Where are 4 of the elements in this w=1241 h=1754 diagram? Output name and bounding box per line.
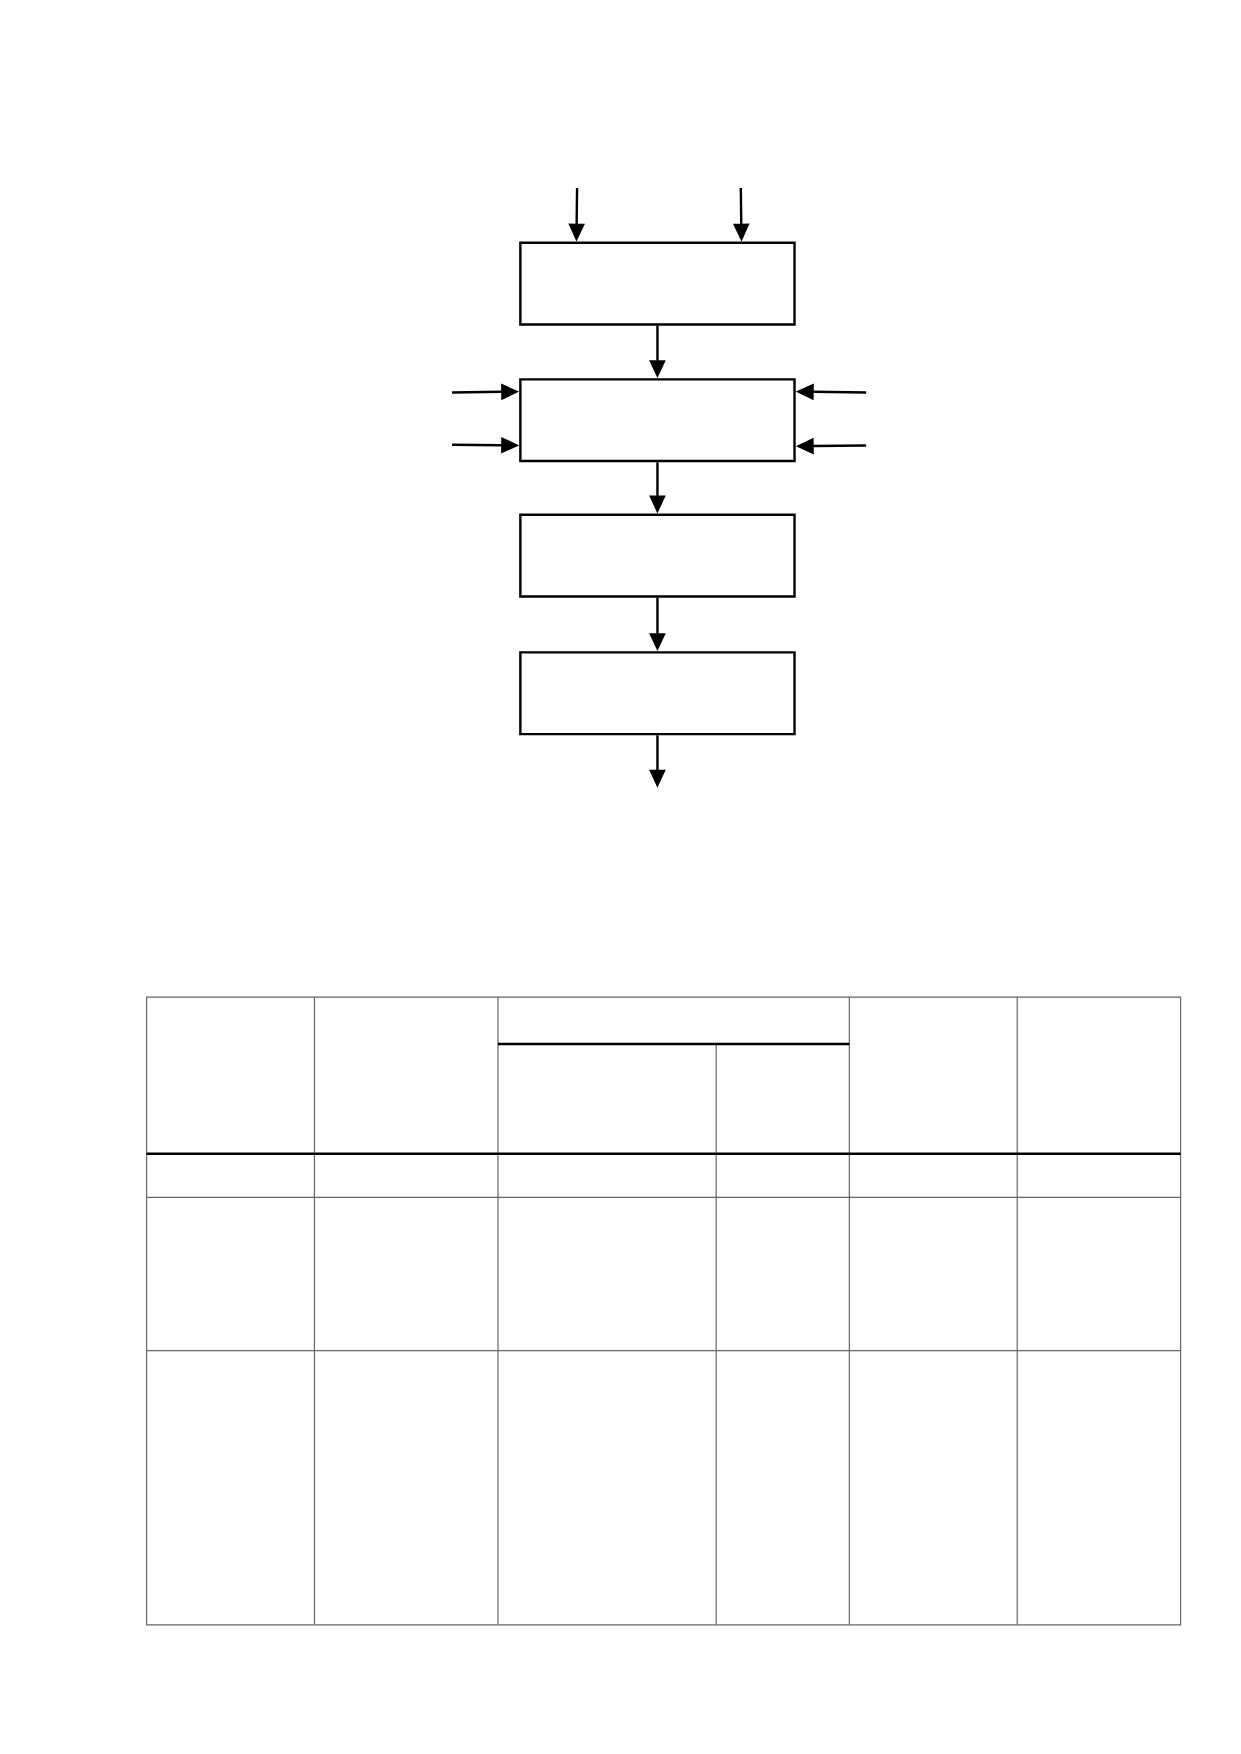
process-box [519,651,796,736]
process-box [519,513,796,598]
process-box [519,378,796,463]
process-box [519,241,796,326]
